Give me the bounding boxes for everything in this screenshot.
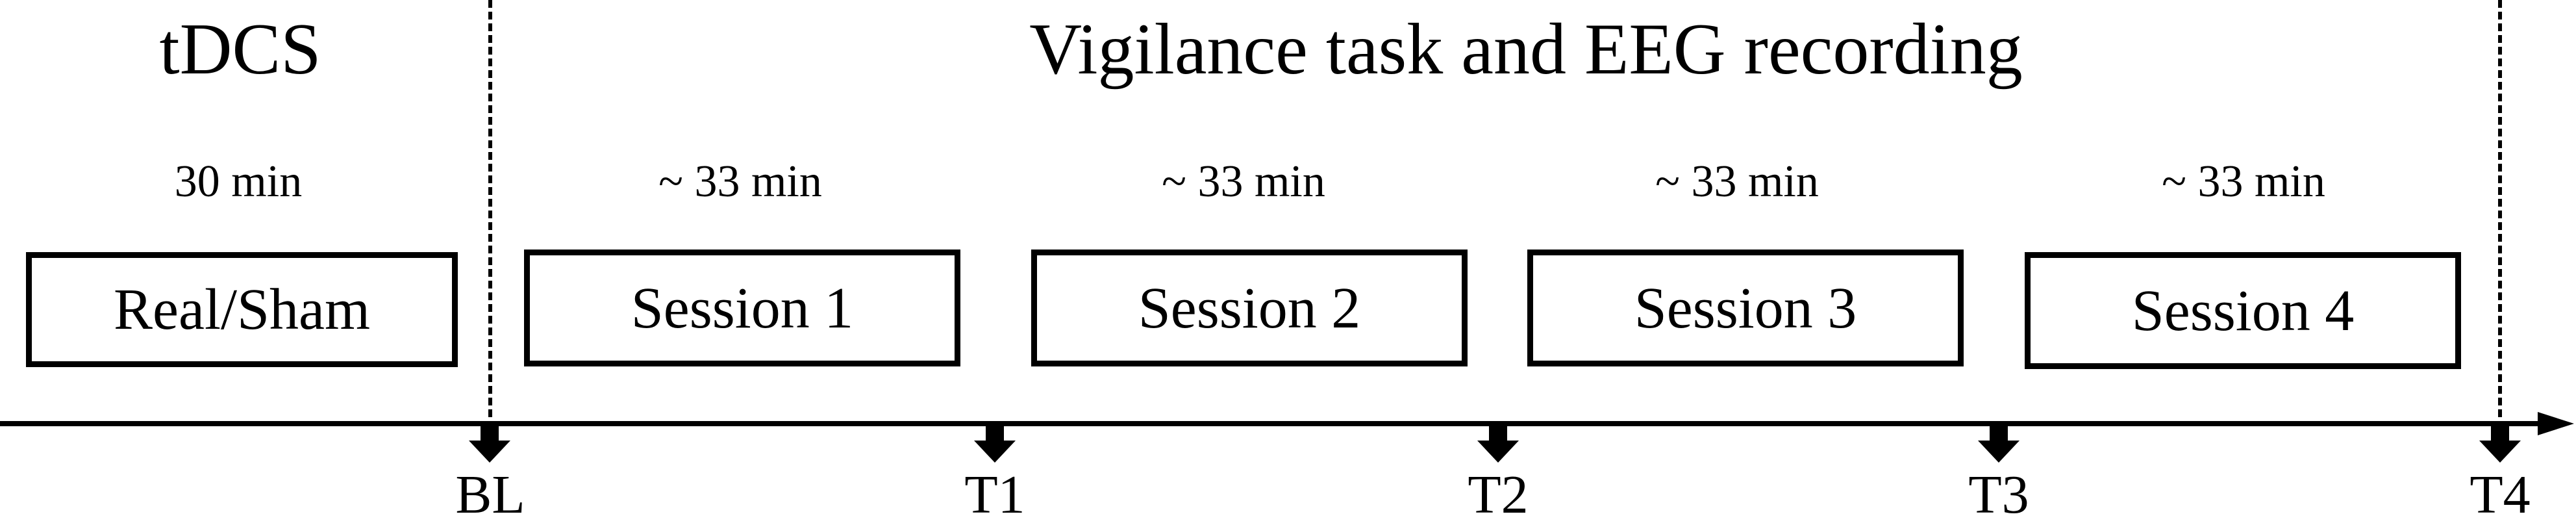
- duration-label-session-4: ~ 33 min: [2162, 157, 2325, 207]
- timepoint-marker-t4: [2479, 424, 2521, 463]
- session-4-box: Session 4: [2025, 252, 2461, 369]
- timepoint-marker-t3: [1978, 424, 2020, 463]
- timepoint-label-bl: BL: [455, 465, 525, 525]
- timepoint-marker-bl: [469, 424, 510, 463]
- timepoint-marker-t1: [974, 424, 1016, 463]
- duration-label-real-sham: 30 min: [174, 157, 303, 207]
- time-axis-arrowhead: [2538, 412, 2574, 435]
- timepoint-label-t1: T1: [964, 465, 1025, 525]
- duration-label-session-1: ~ 33 min: [658, 157, 822, 207]
- session-3-box: Session 3: [1527, 250, 1964, 366]
- tdcs-phase-title: tDCS: [159, 9, 321, 90]
- task-phase-title: Vigilance task and EEG recording: [1029, 9, 2023, 90]
- phase-separator-t4: [2498, 0, 2502, 429]
- timepoint-marker-t2: [1477, 424, 1519, 463]
- time-axis: [0, 421, 2542, 426]
- timepoint-label-t4: T4: [2470, 465, 2531, 525]
- duration-label-session-3: ~ 33 min: [1655, 157, 1819, 207]
- timepoint-label-t3: T3: [1968, 465, 2029, 525]
- real-sham-box: Real/Sham: [26, 252, 458, 367]
- duration-label-session-2: ~ 33 min: [1162, 157, 1325, 207]
- phase-separator-bl: [488, 0, 492, 429]
- timepoint-label-t2: T2: [1468, 465, 1529, 525]
- session-2-box: Session 2: [1031, 250, 1468, 366]
- session-1-box: Session 1: [524, 250, 960, 366]
